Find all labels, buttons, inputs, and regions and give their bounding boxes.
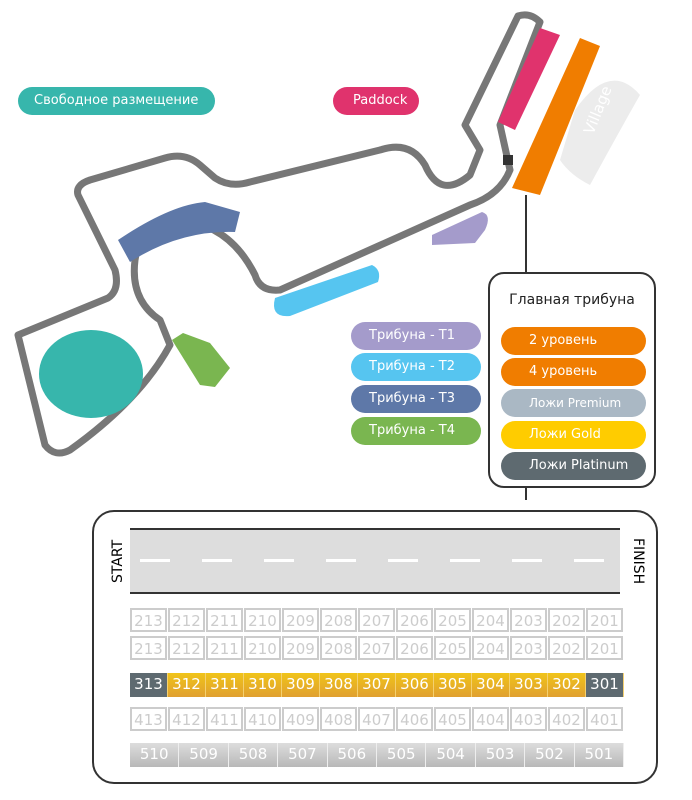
seat[interactable]: 204 [472,636,509,660]
seat[interactable]: 402 [548,707,585,731]
seat[interactable]: 205 [434,636,471,660]
tribune-t2[interactable]: Трибуна - T2 [351,353,481,381]
seat[interactable]: 210 [244,608,281,632]
gold-seat[interactable]: 307 [358,673,396,697]
seat[interactable]: 410 [244,707,281,731]
seat[interactable]: 409 [282,707,319,731]
platinum-seat[interactable]: 301 [586,673,624,697]
seat[interactable]: 201 [586,636,623,660]
seat[interactable]: 202 [548,608,585,632]
village-area [560,80,640,185]
seat[interactable]: 404 [472,707,509,731]
platinum-boxes[interactable]: Ложи Platinum [501,452,646,480]
gold-seat[interactable]: 309 [282,673,320,697]
seat[interactable]: 212 [168,636,205,660]
seat[interactable]: 502 [525,743,575,767]
gold-seat[interactable]: 312 [168,673,206,697]
grandstand-seating-panel [92,510,658,784]
seat[interactable]: 207 [358,636,395,660]
seat[interactable]: 508 [228,743,279,767]
gold-boxes[interactable]: Ложи Gold [501,421,646,449]
free-seating-area [39,330,143,418]
seat[interactable]: 203 [510,608,547,632]
gold-seat[interactable]: 306 [396,673,434,697]
seat[interactable]: 202 [548,636,585,660]
paddock-label[interactable]: Paddock [333,87,419,115]
seat[interactable]: 406 [396,707,433,731]
free-seating-label[interactable]: Свободное размещение [18,87,215,115]
seat[interactable]: 212 [168,608,205,632]
seat[interactable]: 213 [130,608,167,632]
seat[interactable]: 208 [320,636,357,660]
paddock-area [498,28,560,130]
start-label: START [110,539,126,583]
gold-seat[interactable]: 310 [244,673,282,697]
seat[interactable]: 413 [130,707,167,731]
seat[interactable]: 506 [327,743,378,767]
seat[interactable]: 510 [130,743,180,767]
seat[interactable]: 201 [586,608,623,632]
gold-seat[interactable]: 308 [320,673,358,697]
checkered-flag-icon [503,155,513,165]
seat[interactable]: 405 [434,707,471,731]
stand-t3 [118,202,240,262]
seat[interactable]: 211 [206,636,243,660]
tribune-t4[interactable]: Трибуна - T4 [351,417,481,445]
gold-seat[interactable]: 311 [206,673,244,697]
start-finish-straight [130,528,620,594]
seat[interactable]: 207 [358,608,395,632]
seat[interactable]: 210 [244,636,281,660]
main-grandstand [512,38,600,195]
seat[interactable]: 503 [475,743,526,767]
level-2[interactable]: 2 уровень [501,327,646,355]
track [14,11,544,457]
seat[interactable]: 209 [282,636,319,660]
main-grandstand-legend: Главная трибуна 2 уровень 4 уровень Ложи… [488,272,656,488]
gold-seat[interactable]: 304 [472,673,510,697]
seat[interactable]: 211 [206,608,243,632]
platinum-seat[interactable]: 313 [130,673,168,697]
seat[interactable]: 203 [510,636,547,660]
seat[interactable]: 505 [377,743,427,767]
seat[interactable]: 504 [426,743,476,767]
seat[interactable]: 206 [396,608,433,632]
stand-t2 [274,265,380,317]
seat[interactable]: 509 [179,743,229,767]
seat[interactable]: 507 [278,743,328,767]
seat[interactable]: 411 [206,707,243,731]
seat[interactable]: 412 [168,707,205,731]
premium-boxes[interactable]: Ложи Premium [501,389,646,417]
seat[interactable]: 206 [396,636,433,660]
gold-seat[interactable]: 302 [548,673,586,697]
legend-title: Главная трибуна [509,292,635,308]
circuit-map [14,11,640,500]
stand-t1 [432,212,488,245]
level-4[interactable]: 4 уровень [501,358,646,386]
seat[interactable]: 205 [434,608,471,632]
seat[interactable]: 208 [320,608,357,632]
gold-seat[interactable]: 303 [510,673,548,697]
seat[interactable]: 204 [472,608,509,632]
seat[interactable]: 501 [574,743,625,767]
finish-label: FINISH [630,538,646,585]
gold-seat[interactable]: 305 [434,673,472,697]
tribune-t1[interactable]: Трибуна - T1 [351,322,481,350]
stand-t4 [172,333,230,387]
seat[interactable]: 209 [282,608,319,632]
seat[interactable]: 213 [130,636,167,660]
seat[interactable]: 407 [358,707,395,731]
seat[interactable]: 403 [510,707,547,731]
tribune-t3[interactable]: Трибуна - T3 [351,385,481,413]
seat[interactable]: 401 [586,707,623,731]
seat[interactable]: 408 [320,707,357,731]
